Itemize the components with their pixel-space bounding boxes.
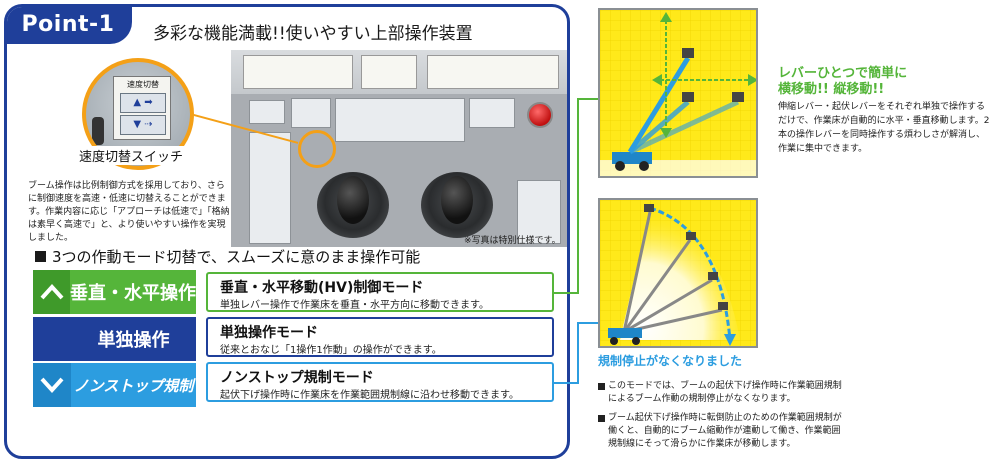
mode-text: 単独レバー操作で作業床を垂直・水平方向に移動できます。 xyxy=(220,300,489,311)
note-text: このモードでは、ブームの起伏下げ操作時に作業範囲規制によるブーム作動の規制停止が… xyxy=(608,381,842,404)
list-item: ブーム起伏下げ操作時に転倒防止のための作業範囲規制が働くと、自動的にブーム縮動作… xyxy=(598,412,848,451)
speed-down-arrow-icon: ▼ ⇢ xyxy=(120,115,166,135)
speed-switch-caption: 速度切替スイッチ xyxy=(76,146,187,165)
nonstop-range-diagram xyxy=(598,198,758,348)
photo-console xyxy=(231,94,567,247)
control-panel-photo xyxy=(231,50,567,247)
mode-text: 起伏下げ操作時に作業床を作業範囲規制線に沿わせ移動できます。 xyxy=(220,390,519,401)
mode-description-nonstop: ノンストップ規制モード 起伏下げ操作時に作業床を作業範囲規制線に沿わせ移動できま… xyxy=(206,362,554,402)
mode-button-label: 単独操作 xyxy=(97,330,170,351)
mode-title: ノンストップ規制モード xyxy=(220,370,374,386)
connector-line-nonstop xyxy=(577,322,579,384)
square-bullet-icon xyxy=(35,251,46,262)
square-bullet-icon xyxy=(598,415,605,422)
connector-line-nonstop xyxy=(577,322,598,324)
speed-up-arrow-icon: ▲ ➡ xyxy=(120,93,166,113)
list-item: このモードでは、ブームの起伏下げ操作時に作業範囲規制によるブーム作動の規制停止が… xyxy=(598,380,848,406)
section-heading-text: 3つの作動モード切替で、スムーズに意のまま操作可能 xyxy=(52,248,421,266)
square-bullet-icon xyxy=(598,383,605,390)
nonstop-feature-heading: 規制停止がなくなりました xyxy=(598,354,743,368)
photo-instruction-area xyxy=(231,50,567,94)
emergency-stop-button-photo xyxy=(527,102,553,128)
mode-icon-blank xyxy=(33,317,71,361)
mode-title: 単独操作モード xyxy=(220,325,318,341)
speed-switch-knob xyxy=(92,117,104,145)
mode-title: 垂直・水平移動(HV)制御モード xyxy=(220,280,424,296)
hv-heading-line-2: 横移動!! 縦移動!! xyxy=(778,82,885,97)
point-tab: Point-1 xyxy=(7,7,132,44)
intro-paragraph: ブーム操作は比例制御方式を採用しており、さらに制御速度を高速・低速に切替えること… xyxy=(28,181,230,243)
mode-button-single[interactable]: 単独操作 xyxy=(33,317,196,361)
note-text: ブーム起伏下げ操作時に転倒防止のための作業範囲規制が働くと、自動的にブーム縮動作… xyxy=(608,413,842,449)
speed-switch-highlight-ring xyxy=(298,130,336,168)
nonstop-feature-notes: このモードでは、ブームの起伏下げ操作時に作業範囲規制によるブーム作動の規制停止が… xyxy=(598,380,848,457)
hv-feature-body: 伸縮レバー・起伏レバーをそれぞれ単独で操作するだけで、作業床が自動的に水平・垂直… xyxy=(778,102,990,154)
connector-line-hv xyxy=(577,98,579,294)
hv-movement-diagram xyxy=(598,8,758,178)
connector-line-nonstop xyxy=(554,382,578,384)
hv-feature-heading: レバーひとつで簡単に 横移動!! 縦移動!! xyxy=(778,66,907,98)
mode-button-hv[interactable]: 垂直・水平操作 xyxy=(33,270,196,314)
connector-line-hv xyxy=(577,98,598,100)
mode-button-label: 垂直・水平操作 xyxy=(70,283,196,304)
mode-description-single: 単独操作モード 従来とおなじ「1操作1作動」の操作ができます。 xyxy=(206,317,554,357)
chevron-up-icon xyxy=(33,270,70,314)
connector-line-hv xyxy=(554,292,578,294)
chevron-down-icon xyxy=(33,363,71,407)
mode-button-nonstop[interactable]: ノンストップ規制 xyxy=(33,363,196,407)
hv-heading-line-1: レバーひとつで簡単に xyxy=(778,66,908,81)
mode-button-label: ノンストップ規制 xyxy=(73,376,194,395)
speed-switch-label-plate: 速度切替 ▲ ➡ ▼ ⇢ xyxy=(113,76,171,140)
speed-switch-label: 速度切替 xyxy=(127,80,159,89)
section-heading: 3つの作動モード切替で、スムーズに意のまま操作可能 xyxy=(35,246,420,267)
mode-text: 従来とおなじ「1操作1作動」の操作ができます。 xyxy=(220,345,442,356)
page-title: 多彩な機能満載!!使いやすい上部操作装置 xyxy=(153,24,473,44)
photo-note: ※写真は特別仕様です。 xyxy=(464,236,561,246)
mode-description-hv: 垂直・水平移動(HV)制御モード 単独レバー操作で作業床を垂直・水平方向に移動で… xyxy=(206,272,554,312)
